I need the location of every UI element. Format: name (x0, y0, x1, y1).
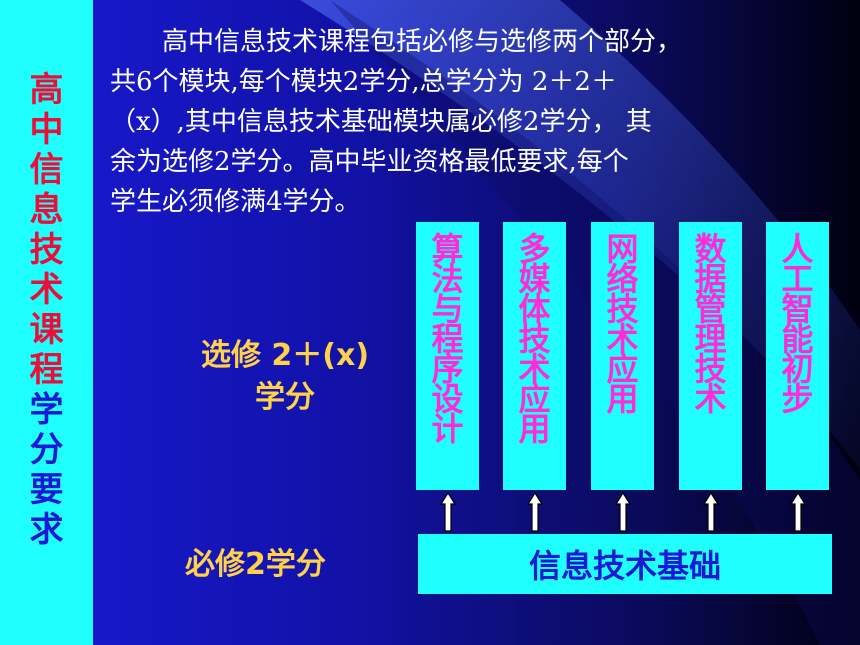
sidebar: 高 中 信 息 技 术 课 程 学 分 要 求 (0, 0, 93, 645)
vertical-title: 高 中 信 息 技 术 课 程 学 分 要 求 (0, 70, 93, 550)
module-char: 程 (431, 320, 464, 358)
module-char: 媒 (518, 260, 551, 298)
base-module-box: 信息技术基础 (418, 534, 832, 594)
intro-paragraph: 高中信息技术课程包括必修与选修两个部分， 共6个模块,每个模块2学分,总学分为 … (110, 22, 810, 222)
title-char: 课 (29, 310, 64, 350)
intro-line: 高中信息技术课程包括必修与选修两个部分， (110, 27, 683, 57)
required-label: 必修2学分 (185, 547, 326, 582)
module-char: 据 (694, 260, 727, 298)
module-char: 计 (431, 410, 464, 448)
module-char: 用 (518, 410, 551, 448)
module-box-ai: 人 工 智 能 初 步 (766, 222, 829, 490)
module-char: 体 (518, 290, 551, 328)
up-arrow-icon (527, 492, 543, 532)
module-char: 工 (781, 260, 814, 298)
up-arrow-icon (790, 492, 806, 532)
module-label: 网 络 技 术 应 用 (606, 230, 639, 418)
module-char: 技 (694, 350, 727, 388)
module-label: 人 工 智 能 初 步 (781, 230, 814, 418)
module-char: 应 (518, 380, 551, 418)
title-char: 学 (29, 390, 64, 430)
intro-line: 学生必须修满4学分。 (110, 187, 361, 217)
module-char: 管 (694, 290, 727, 328)
title-char: 程 (29, 350, 64, 390)
module-char: 法 (431, 260, 464, 298)
module-char: 术 (694, 380, 727, 418)
up-arrow-icon (615, 492, 631, 532)
module-char: 人 (781, 230, 814, 268)
title-char: 信 (29, 150, 64, 190)
intro-line: 余为选修2学分。高中毕业资格最低要求,每个 (110, 147, 629, 177)
elective-label-line: 选修 2＋(x) (200, 338, 370, 373)
module-char: 与 (431, 290, 464, 328)
module-box-networking: 网 络 技 术 应 用 (591, 222, 654, 490)
module-char: 序 (431, 350, 464, 388)
title-char: 分 (29, 430, 64, 470)
module-char: 术 (518, 350, 551, 388)
module-char: 术 (606, 320, 639, 358)
title-char: 技 (29, 230, 64, 270)
module-char: 能 (781, 320, 814, 358)
module-char: 理 (694, 320, 727, 358)
module-char: 技 (518, 320, 551, 358)
module-char: 算 (431, 230, 464, 268)
title-char: 术 (29, 270, 64, 310)
module-char: 用 (606, 380, 639, 418)
module-label: 多 媒 体 技 术 应 用 (518, 230, 551, 448)
intro-line: 共6个模块,每个模块2学分,总学分为 2＋2＋ (110, 67, 617, 97)
module-box-algorithms: 算 法 与 程 序 设 计 (416, 222, 479, 490)
elective-label-line: 学分 (255, 380, 315, 415)
title-char: 中 (29, 110, 64, 150)
elective-label: 选修 2＋(x) 学分 (175, 335, 395, 419)
module-char: 初 (781, 350, 814, 388)
module-char: 设 (431, 380, 464, 418)
module-char: 多 (518, 230, 551, 268)
intro-line: （x）,其中信息技术基础模块属必修2学分， 其 (110, 107, 652, 137)
module-label: 数 据 管 理 技 术 (694, 230, 727, 418)
title-char: 要 (29, 470, 64, 510)
base-module-label: 信息技术基础 (528, 547, 721, 585)
module-box-data-management: 数 据 管 理 技 术 (679, 222, 742, 490)
module-char: 络 (606, 260, 639, 298)
title-char: 息 (29, 190, 64, 230)
module-char: 智 (781, 290, 814, 328)
module-char: 网 (606, 230, 639, 268)
module-label: 算 法 与 程 序 设 计 (431, 230, 464, 448)
module-char: 应 (606, 350, 639, 388)
title-char: 高 (29, 70, 64, 110)
up-arrow-icon (440, 492, 456, 532)
title-char: 求 (29, 510, 64, 550)
module-char: 技 (606, 290, 639, 328)
module-char: 数 (694, 230, 727, 268)
module-char: 步 (781, 380, 814, 418)
module-box-multimedia: 多 媒 体 技 术 应 用 (503, 222, 566, 490)
up-arrow-icon (703, 492, 719, 532)
